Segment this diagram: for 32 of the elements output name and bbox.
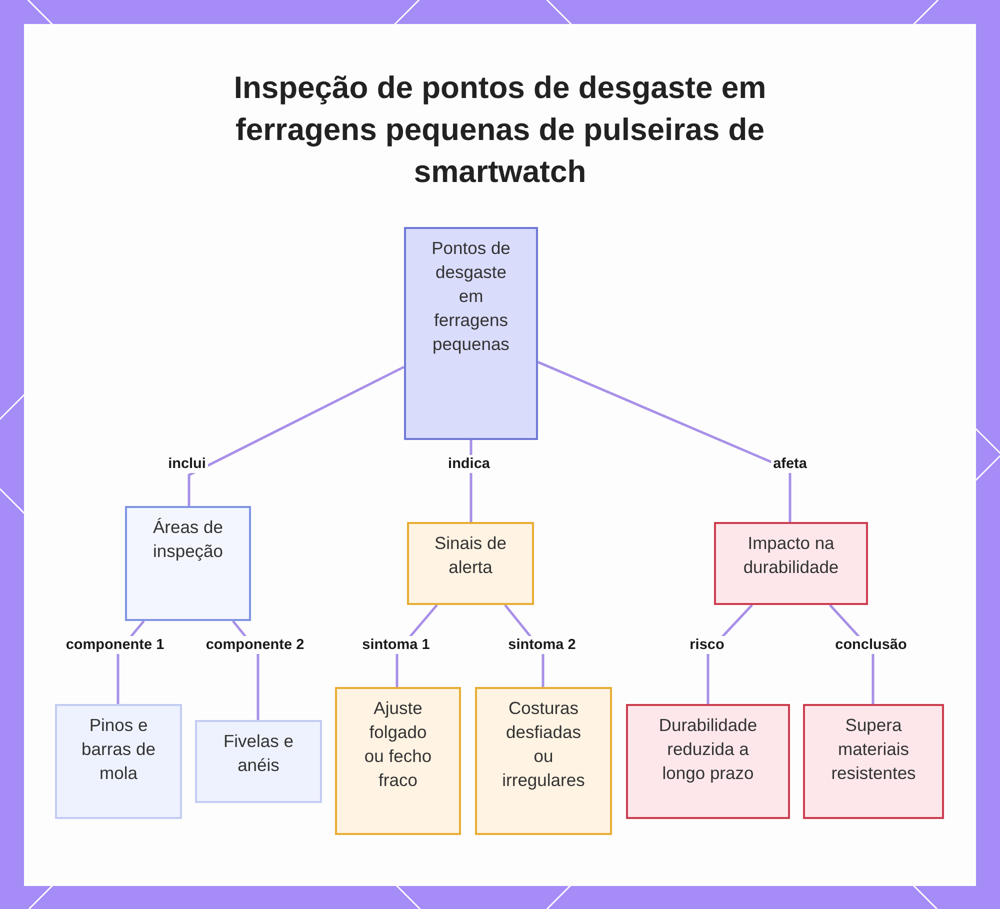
concept-box bbox=[407, 522, 534, 605]
concept-box bbox=[125, 506, 251, 621]
edge-label: componente 1 bbox=[64, 636, 166, 654]
edge-label: sintoma 2 bbox=[506, 636, 578, 654]
node-label: Impacto na durabilidade bbox=[742, 532, 840, 579]
edge-label: indica bbox=[446, 455, 492, 473]
concept-box bbox=[714, 522, 868, 605]
node-label: Pinos e barras de mola bbox=[80, 714, 156, 785]
node-label: Costuras desfiadas ou irregulares bbox=[501, 697, 586, 792]
concept-box bbox=[404, 227, 538, 440]
edge-label: inclui bbox=[166, 455, 208, 473]
concept-box bbox=[626, 704, 790, 819]
node-label: Áreas de inspeção bbox=[152, 516, 224, 563]
connector-line bbox=[188, 366, 405, 506]
node-label: Ajuste folgado ou fecho fraco bbox=[363, 697, 433, 792]
edge-label: afeta bbox=[771, 455, 809, 473]
concept-box bbox=[803, 704, 944, 819]
node-label: Durabilidade reduzida a longo prazo bbox=[658, 714, 758, 785]
node-label: Pontos de desgaste em ferragens pequenas bbox=[430, 237, 512, 356]
concept-box bbox=[335, 687, 461, 835]
node-label: Fivelas e anéis bbox=[222, 730, 295, 777]
concept-box bbox=[55, 704, 182, 819]
edge-label: risco bbox=[688, 636, 726, 654]
connector-line bbox=[538, 360, 792, 522]
diagram-title: Inspeção de pontos de desgaste em ferragens pequenas de pulseiras de smartwatch bbox=[232, 69, 768, 191]
node-label: Sinais de alerta bbox=[434, 532, 508, 579]
concept-box bbox=[195, 720, 322, 803]
edge-label: conclusão bbox=[833, 636, 909, 654]
edge-label: sintoma 1 bbox=[360, 636, 432, 654]
edge-label: componente 2 bbox=[204, 636, 306, 654]
node-label: Supera materiais resistentes bbox=[830, 714, 917, 785]
concept-box bbox=[475, 687, 612, 835]
